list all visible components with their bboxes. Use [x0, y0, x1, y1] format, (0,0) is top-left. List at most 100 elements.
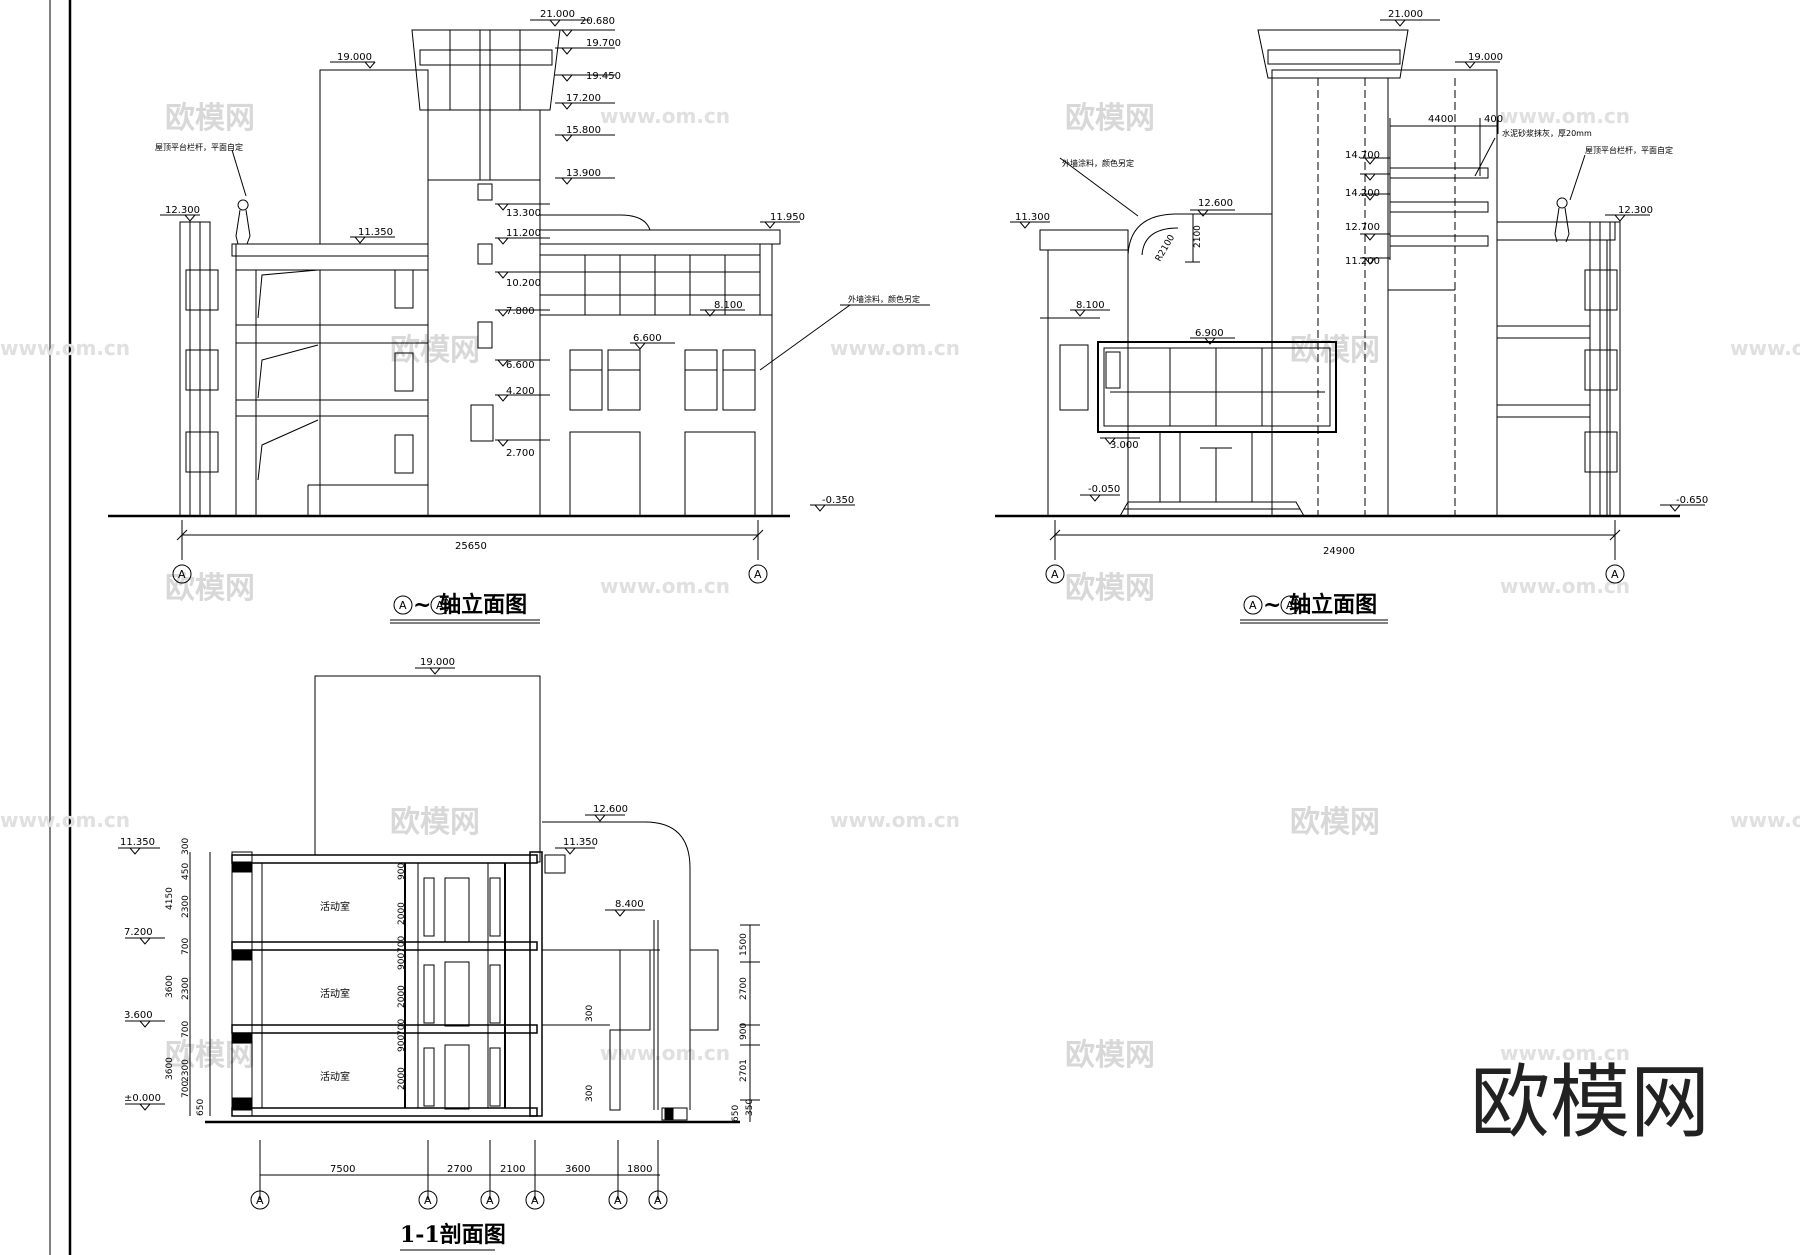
level-label: 2.700: [506, 448, 535, 459]
room-label: 活动室: [320, 900, 350, 913]
level-label: 11.200: [506, 228, 541, 239]
watermark-logo: 欧模网: [1065, 101, 1155, 136]
title-axis-label: A: [1249, 599, 1257, 612]
level-label: 6.600: [506, 360, 535, 371]
level-label: 13.900: [566, 168, 601, 179]
watermark-url: www.om.cn: [600, 1041, 730, 1065]
watermark-url: www.om.cn: [0, 808, 130, 832]
watermark-logo: 欧模网: [1065, 571, 1155, 606]
level-label: 11.350: [358, 227, 393, 238]
dimension-label: 2300: [181, 1059, 191, 1082]
level-label: 19.000: [337, 52, 372, 63]
elevation-2-labels: 21.000 19.000 4400 400 14.700 14.200 12.…: [1015, 9, 1708, 618]
level-label: -0.650: [1676, 495, 1708, 506]
axis-bubble-label: A: [1051, 568, 1059, 581]
dimension-label: 2700: [447, 1164, 472, 1175]
level-label: 11.950: [770, 212, 805, 223]
level-label: 3.000: [1110, 440, 1139, 451]
level-label: 6.600: [633, 333, 662, 344]
dimension-label: 700: [397, 1019, 407, 1036]
watermark-url: www.om.cn: [1730, 336, 1800, 360]
level-label: 11.350: [563, 837, 598, 848]
watermark-logo: 欧模网: [1065, 1038, 1155, 1073]
dimension-label: 650: [731, 1105, 741, 1122]
dimension-label: 4400: [1428, 114, 1453, 125]
axis-bubble-label: A: [754, 568, 762, 581]
watermark-url: www.om.cn: [0, 336, 130, 360]
level-label: 19.700: [586, 38, 621, 49]
level-label: 7.800: [506, 306, 535, 317]
level-label: 21.000: [1388, 9, 1423, 20]
level-label: 13.300: [506, 208, 541, 219]
level-label: 19.000: [420, 657, 455, 668]
level-label: 15.800: [566, 125, 601, 136]
wall-note: 外墙涂料，颜色另定: [1062, 158, 1134, 168]
dimension-label: 2000: [397, 902, 407, 925]
total-dimension: 25650: [455, 541, 487, 552]
elevation-2: [995, 19, 1705, 624]
section-title: 1-1剖面图: [400, 1222, 506, 1248]
axis-bubble-label: A: [1611, 568, 1619, 581]
section-1-1: [118, 667, 760, 1251]
watermark-logo: 欧模网: [390, 333, 480, 368]
level-label: 19.000: [1468, 52, 1503, 63]
dimension-label: 4150: [165, 887, 175, 910]
elevation-2-title: ~ 轴立面图: [1263, 592, 1377, 618]
radius-label: R2100: [1154, 233, 1177, 263]
elevation-1-title: ~ 轴立面图: [413, 592, 527, 618]
dimension-label: 700: [181, 1081, 191, 1098]
dimension-label: 3600: [165, 975, 175, 998]
level-label: 7.200: [124, 927, 153, 938]
level-label: 8.400: [615, 899, 644, 910]
finish-note: 水泥砂浆抹灰，厚20mm: [1502, 128, 1592, 138]
dimension-label: 900: [397, 863, 407, 880]
level-label: -0.350: [822, 495, 854, 506]
watermark-logo: 欧模网: [390, 805, 480, 840]
site-logo: 欧模网: [1470, 1056, 1710, 1149]
level-label: 17.200: [566, 93, 601, 104]
total-dimension: 24900: [1323, 546, 1355, 557]
dimension-label: 3600: [165, 1057, 175, 1080]
level-label: 11.200: [1345, 256, 1380, 267]
dimension-label: 900: [397, 1035, 407, 1052]
axis-bubble-label: A: [531, 1194, 539, 1207]
title-axis-label: A: [1286, 599, 1294, 612]
room-label: 活动室: [320, 1070, 350, 1083]
level-label: 19.450: [586, 71, 621, 82]
axis-bubble-label: A: [424, 1194, 432, 1207]
level-label: -0.050: [1088, 484, 1120, 495]
level-label: ±0.000: [124, 1093, 161, 1104]
level-label: 8.100: [1076, 300, 1105, 311]
level-label: 12.600: [593, 804, 628, 815]
roof-note: 屋顶平台栏杆，平面自定: [1585, 145, 1673, 155]
title-axis-label: A: [399, 599, 407, 612]
room-label: 活动室: [320, 987, 350, 1000]
level-label: 11.300: [1015, 212, 1050, 223]
dimension-label: 2300: [181, 895, 191, 918]
dimension-label: 1800: [627, 1164, 652, 1175]
dimension-label: 1500: [739, 933, 749, 956]
level-label: 3.600: [124, 1010, 153, 1021]
watermark-logo: 欧模网: [165, 571, 255, 606]
dimension-label: 2701: [739, 1059, 749, 1082]
dimension-label: 2000: [397, 985, 407, 1008]
axis-bubble-label: A: [614, 1194, 622, 1207]
watermark-logo: 欧模网: [165, 101, 255, 136]
dimension-label: 2300: [181, 977, 191, 1000]
watermark-logo: 欧模网: [1290, 805, 1380, 840]
dimension-label: 2100: [1193, 225, 1203, 248]
watermark-url: www.om.cn: [1500, 104, 1630, 128]
level-label: 8.100: [714, 300, 743, 311]
elevation-1-labels: 21.000 20.680 19.700 19.450 17.200 15.80…: [155, 9, 920, 618]
level-label: 21.000: [540, 9, 575, 20]
level-label: 20.680: [580, 16, 615, 27]
dimension-label: 300: [585, 1085, 595, 1102]
dimension-label: 3600: [565, 1164, 590, 1175]
dimension-label: 300: [181, 838, 191, 855]
axis-bubble-label: A: [486, 1194, 494, 1207]
dimension-label: 900: [739, 1023, 749, 1040]
dimension-label: 350: [745, 1099, 755, 1116]
watermark-url: www.om.cn: [600, 104, 730, 128]
section-1-1-labels: 11.350 7.200 3.600 ±0.000 19.000 12.600 …: [120, 657, 755, 1248]
